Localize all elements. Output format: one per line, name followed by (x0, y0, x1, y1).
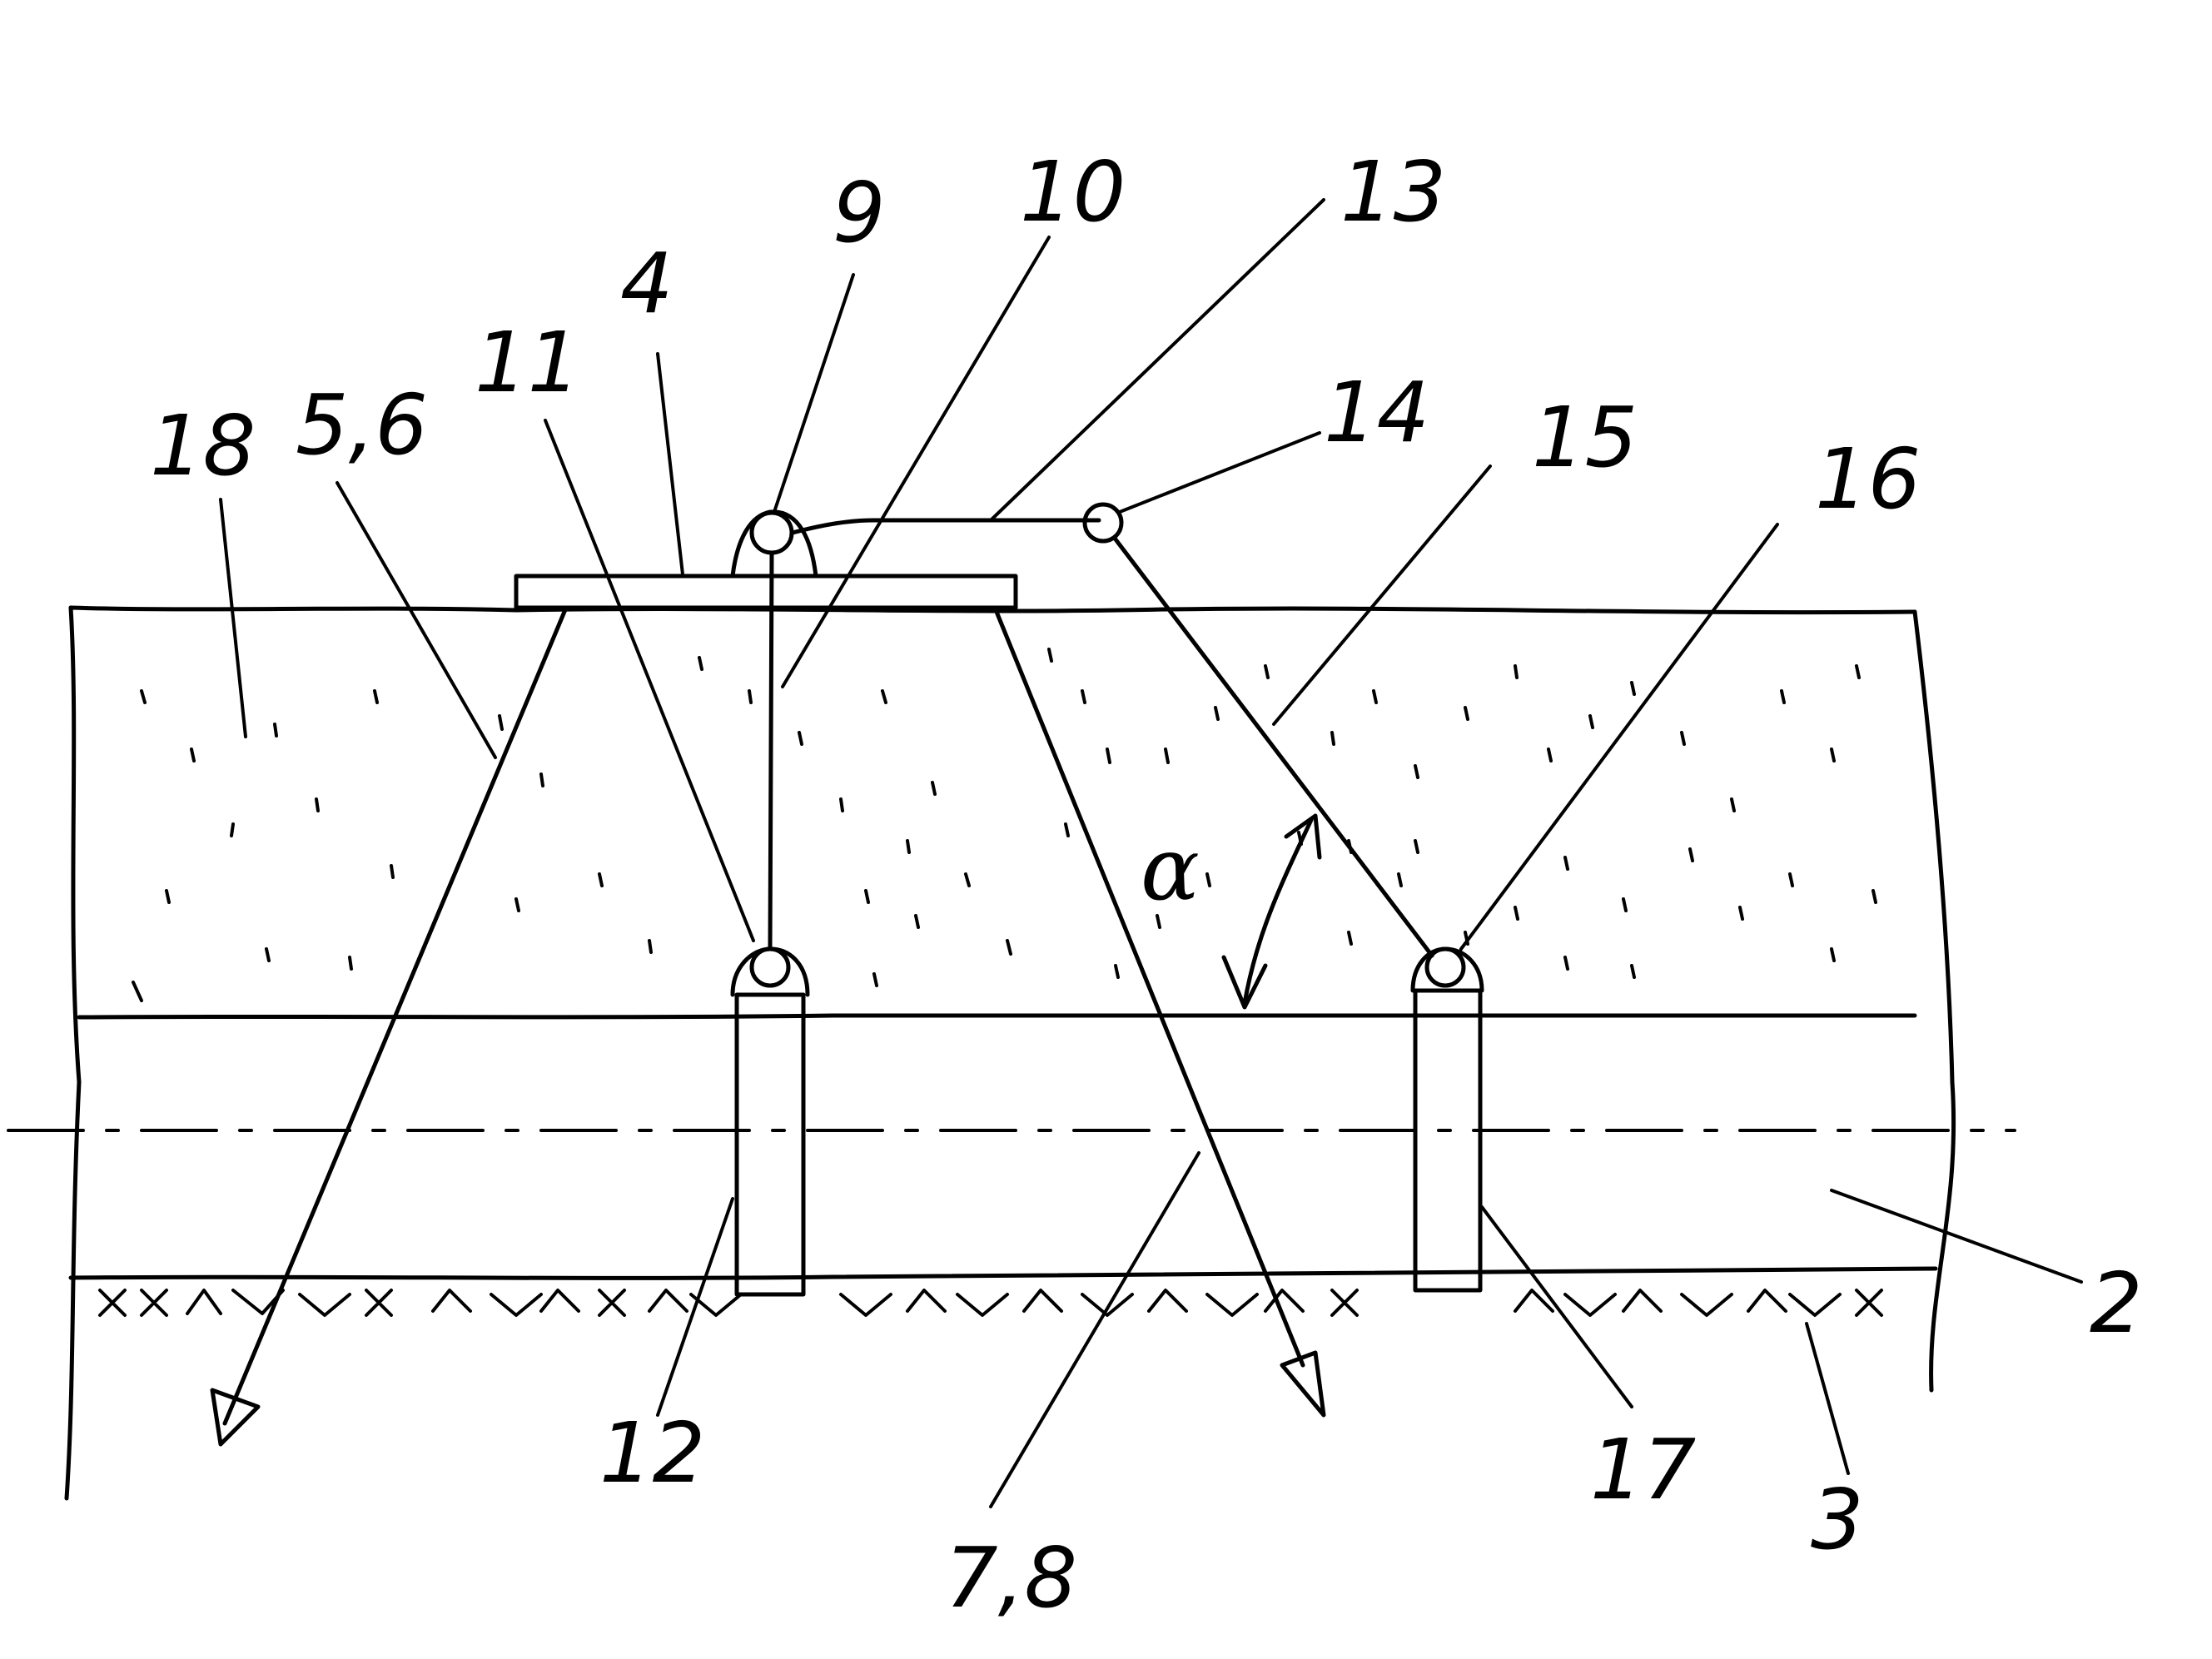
pipeline (7, 1013, 2016, 1280)
right-boundary (1912, 609, 1956, 1393)
anchor-pile-12 (730, 946, 810, 1297)
label-11: 11 (475, 314, 580, 411)
label-13: 13 (1340, 143, 1446, 241)
vertical-rod (768, 551, 774, 951)
label-2: 2 (2090, 1254, 2143, 1352)
label-18: 18 (150, 397, 256, 494)
label-7-8: 7,8 (945, 1529, 1077, 1627)
hinge-9 (730, 509, 1101, 579)
labels: 18 5,6 11 4 9 10 13 14 15 16 2 3 12 7,8 … (150, 143, 2143, 1627)
pipeline-bottom-line (68, 1266, 1938, 1280)
label-15: 15 (1532, 389, 1638, 486)
angle-alpha (1221, 813, 1322, 1010)
soil-texture (132, 648, 1877, 1002)
label-10: 10 (1020, 143, 1126, 241)
ground-surface-line (68, 605, 1917, 615)
tendon-5-6 (222, 605, 569, 1426)
label-14: 14 (1324, 364, 1429, 461)
label-17: 17 (1590, 1421, 1696, 1518)
anchor-tendons (210, 605, 1326, 1447)
label-5-6: 5,6 (296, 376, 428, 474)
inclined-rod-15 (1113, 537, 1434, 958)
tendon-7-8 (992, 605, 1305, 1368)
label-12: 12 (599, 1404, 705, 1502)
label-16: 16 (1815, 430, 1921, 528)
label-3: 3 (1811, 1471, 1864, 1568)
anchor-pile-17 (1410, 946, 1484, 1293)
pipeline-top-line (77, 1013, 1917, 1020)
label-4: 4 (620, 235, 674, 332)
leader-lines (219, 198, 2083, 1508)
soil-body (64, 605, 1956, 1501)
surface-plate (514, 574, 1018, 610)
label-alpha: α (1141, 818, 1200, 920)
left-boundary (64, 605, 82, 1501)
label-9: 9 (833, 164, 886, 261)
foundation-hatching (98, 1289, 1883, 1317)
hinge-14 (1082, 502, 1124, 544)
